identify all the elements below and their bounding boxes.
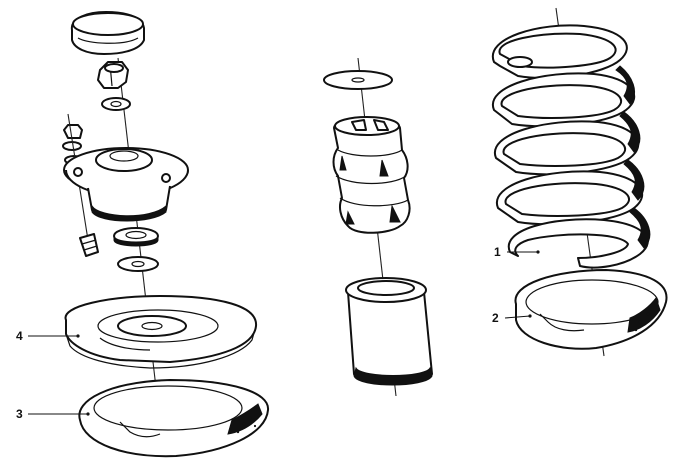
dust-boot [345,277,433,386]
callout-1: 1 [494,245,501,259]
callout-2: 2 [492,311,499,325]
strut-mount-plate [63,147,189,222]
top-washer [101,97,131,111]
bump-stop-assembly [323,57,433,397]
spring-pad [514,269,668,350]
thrust-washer [323,70,393,90]
top-nut [97,61,129,89]
callout-4: 4 [16,329,23,343]
mount-stud [79,233,99,257]
bump-stop [332,116,411,234]
lower-washer [117,256,159,272]
callout-3: 3 [16,407,23,421]
callout-leaders [28,250,540,416]
lower-spring-seat [78,379,270,458]
bearing-ring [113,227,159,247]
assembly-axis-left [117,57,163,441]
coil-spring-assembly [491,7,668,357]
coil-spring [491,24,651,269]
upper-spring-seat [64,295,258,369]
strut-mount-assembly [62,11,270,458]
protective-cap [70,11,145,55]
leader-line-2 [504,315,531,319]
